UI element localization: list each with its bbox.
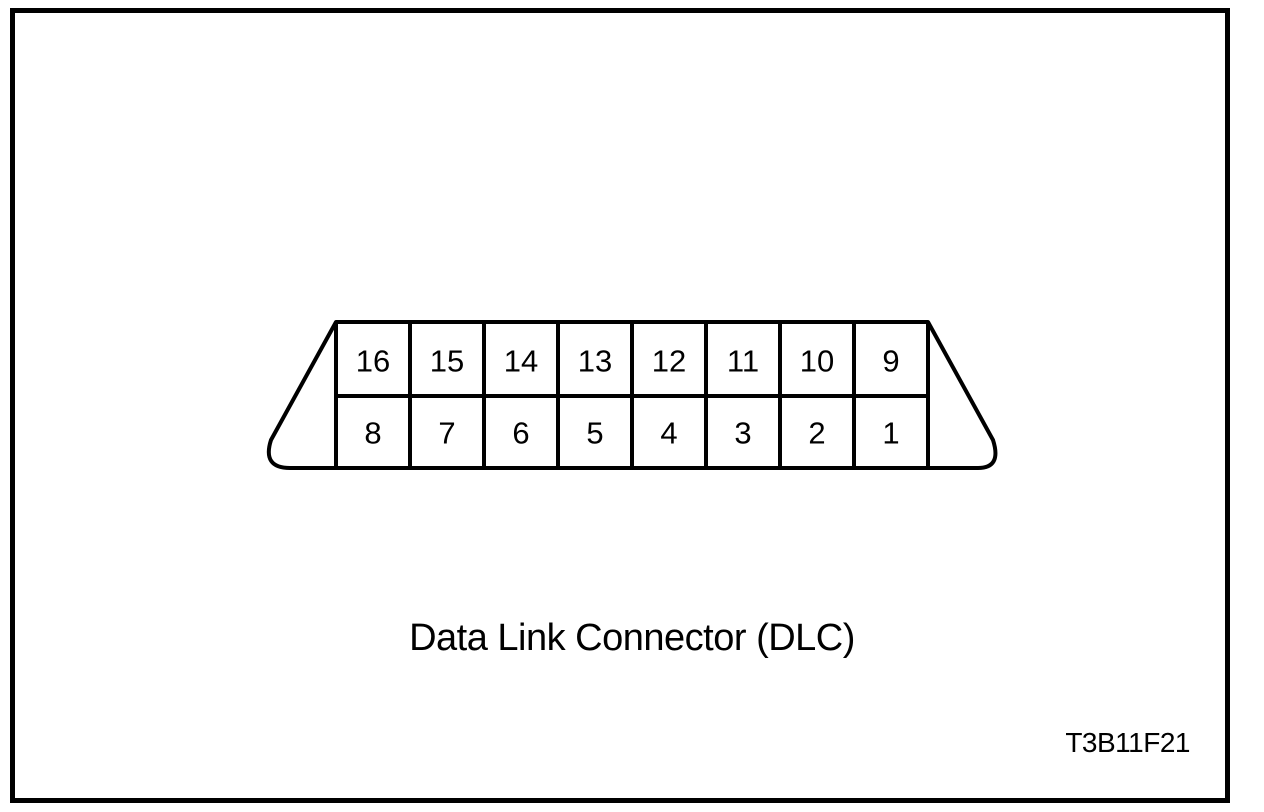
bottom-row-pin-label: 5: [586, 416, 603, 451]
top-row-pin-label: 16: [356, 344, 390, 379]
bottom-row-pin-label: 8: [364, 416, 381, 451]
figure-code: T3B11F21: [1065, 727, 1190, 758]
pin-grid: 16 15 14 13 12 11 10 9 8 7 6 5 4 3 2 1: [334, 322, 930, 468]
diagram-caption: Data Link Connector (DLC): [409, 617, 855, 659]
top-row-pin-label: 10: [800, 344, 834, 379]
bottom-row-pin-label: 3: [734, 416, 751, 451]
top-row-pin-label: 9: [882, 344, 899, 379]
bottom-row-pin-label: 2: [808, 416, 825, 451]
bottom-row-pin-label: 6: [512, 416, 529, 451]
top-row-pin-label: 11: [727, 344, 759, 379]
connector-housing-outline: [266, 320, 998, 470]
bottom-row-pin-label: 4: [660, 416, 677, 451]
top-row-pin-label: 15: [430, 344, 464, 379]
figure-border: [10, 8, 1230, 803]
bottom-row-pin-label: 1: [882, 416, 899, 451]
top-row-pin-label: 12: [652, 344, 686, 379]
top-row-pin-label: 13: [578, 344, 612, 379]
bottom-row-pin-label: 7: [438, 416, 455, 451]
top-row-pin-label: 14: [504, 344, 538, 379]
